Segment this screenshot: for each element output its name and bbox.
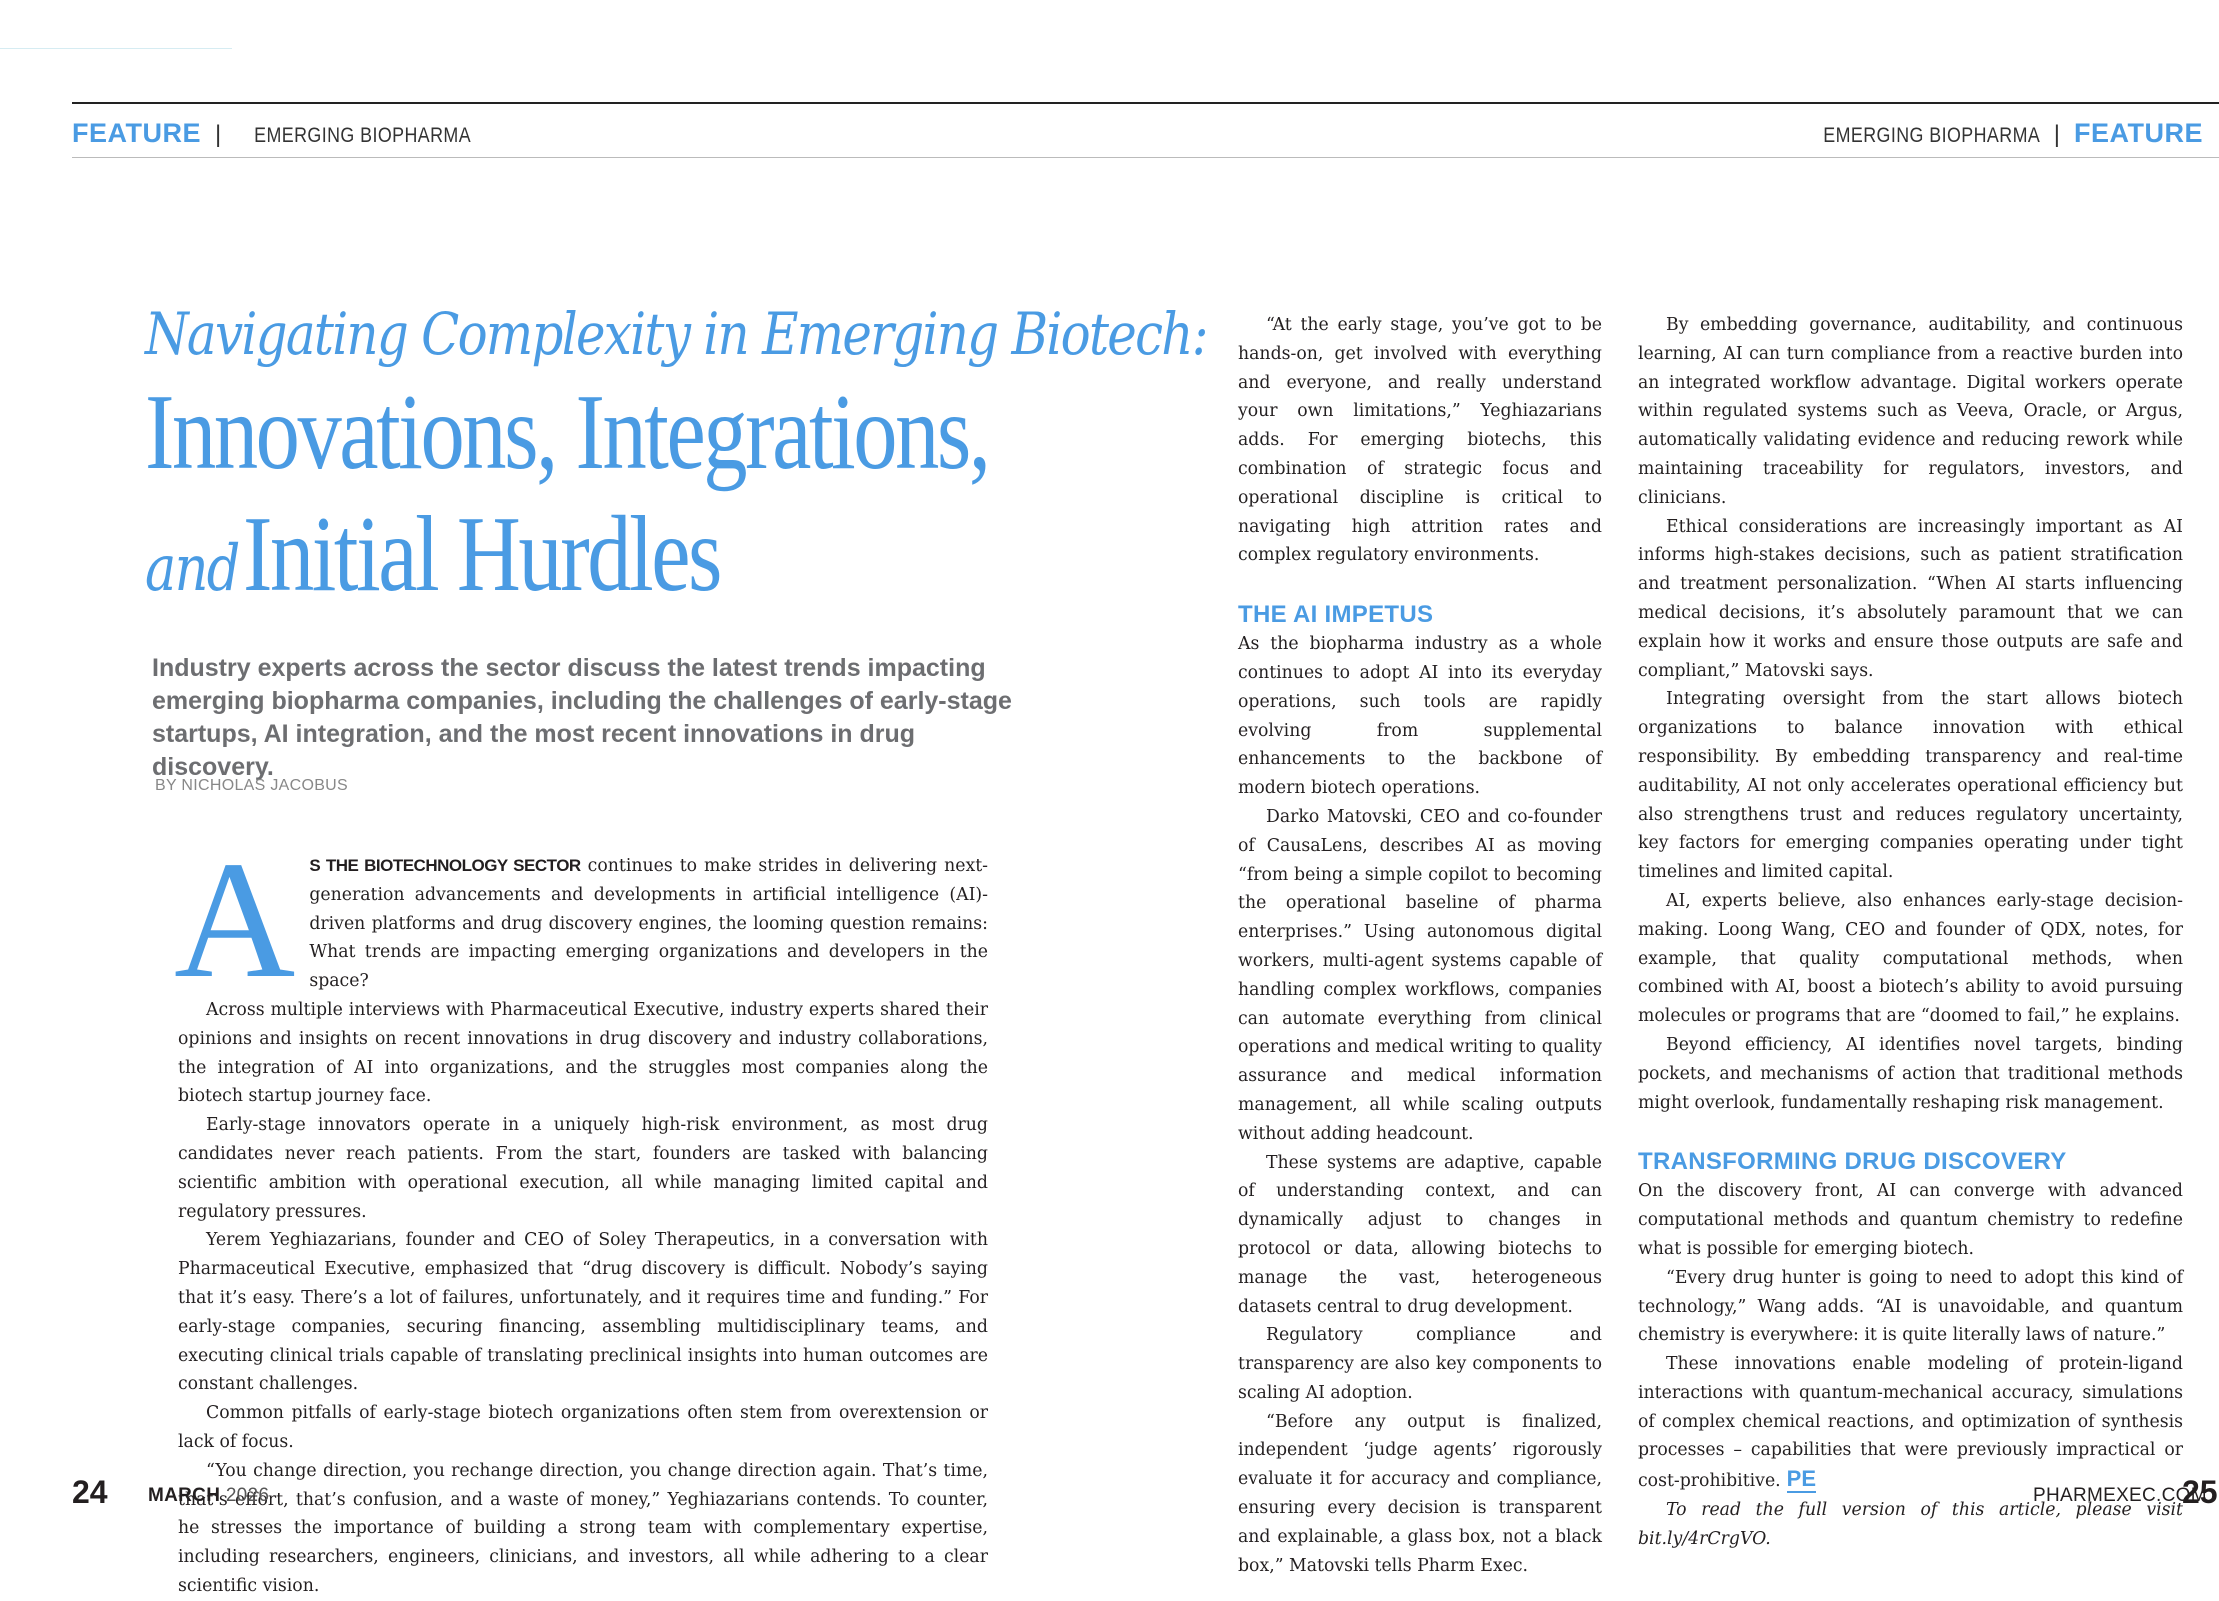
- article-paragraph: “Every drug hunter is going to need to a…: [1638, 1267, 2183, 1346]
- header-rule-bottom: [72, 157, 2219, 158]
- byline: BY NICHOLAS JACOBUS: [155, 777, 349, 794]
- article-paragraph: Across multiple interviews with Pharmace…: [178, 999, 988, 1107]
- issue-date: MARCH 2026: [148, 1485, 269, 1507]
- end-mark: PE: [1786, 1466, 1817, 1494]
- headline-main-text: Initial Hurdles: [242, 495, 723, 614]
- headline-main: Innovations, Integrations,: [145, 373, 991, 492]
- running-head-left: FEATURE | EMERGING BIOPHARMA: [72, 116, 490, 153]
- issue-month: MARCH: [148, 1485, 221, 1506]
- page-number-right: 25: [2182, 1474, 2218, 1510]
- crop-mark: [0, 48, 232, 49]
- article-paragraph: Ethical considerations are increasingly …: [1638, 516, 2183, 681]
- article-paragraph: “You change direction, you rechange dire…: [178, 1460, 988, 1596]
- article-paragraph: As the biopharma industry as a whole con…: [1238, 634, 1602, 799]
- article-column-2: “At the early stage, you’ve got to be ha…: [1238, 311, 1602, 1580]
- section-label: EMERGING BIOPHARMA: [1822, 124, 2040, 147]
- page-number-left: 24: [72, 1474, 108, 1510]
- article-paragraph: Early-stage innovators operate in a uniq…: [178, 1115, 988, 1222]
- headline-main-line3: and Initial Hurdles: [145, 500, 723, 640]
- section-heading: THE AI IMPETUS: [1238, 601, 1434, 629]
- article-paragraph: “At the early stage, you’ve got to be ha…: [1238, 315, 1602, 566]
- article-paragraph: On the discovery front, AI can converge …: [1638, 1181, 2183, 1259]
- running-head-right: EMERGING BIOPHARMA | FEATURE: [1785, 116, 2203, 153]
- article-paragraph: Common pitfalls of early-stage biotech o…: [178, 1403, 988, 1452]
- section-label: EMERGING BIOPHARMA: [254, 124, 472, 147]
- headline-kicker: Navigating Complexity in Emerging Biotec…: [145, 300, 1208, 368]
- feature-label: FEATURE: [2074, 118, 2203, 148]
- article-paragraph: Beyond efficiency, AI identifies novel t…: [1638, 1034, 2183, 1113]
- article-paragraph: Integrating oversight from the start all…: [1638, 689, 2183, 883]
- drop-cap: A: [174, 827, 296, 1013]
- article-paragraph: Yerem Yeghiazarians, founder and CEO of …: [178, 1230, 988, 1395]
- article-paragraph: By embedding governance, auditability, a…: [1638, 315, 2183, 508]
- header-rule: [72, 102, 2219, 104]
- article-paragraph: Regulatory compliance and transparency a…: [1238, 1325, 1602, 1403]
- article-deck: Industry experts across the sector discu…: [152, 654, 1012, 781]
- article-column-3: By embedding governance, auditability, a…: [1638, 311, 2183, 1554]
- article-paragraph: Darko Matovski, CEO and co-founder of Ca…: [1238, 806, 1602, 1144]
- feature-label: FEATURE: [72, 118, 201, 148]
- paragraph-text: These innovations enable modeling of pro…: [1638, 1354, 2183, 1492]
- website-label: PHARMEXEC.COM: [2033, 1485, 2207, 1506]
- headline-italic-word: and: [145, 532, 240, 606]
- header-separator: |: [215, 121, 222, 148]
- section-heading: TRANSFORMING DRUG DISCOVERY: [1638, 1148, 2067, 1176]
- article-paragraph: “Before any output is finalized, indepen…: [1238, 1411, 1602, 1576]
- issue-year: 2026: [225, 1485, 270, 1506]
- lead-in: S THE BIOTECHNOLOGY SECTOR: [309, 856, 581, 875]
- article-paragraph: These innovations enable modeling of pro…: [1638, 1350, 2183, 1496]
- paragraph-text: continues to make strides in delivering …: [309, 856, 988, 992]
- article-paragraph: These systems are adaptive, capable of u…: [1238, 1152, 1602, 1317]
- article-paragraph: AI, experts believe, also enhances early…: [1638, 890, 2183, 1027]
- header-separator: |: [2053, 121, 2060, 148]
